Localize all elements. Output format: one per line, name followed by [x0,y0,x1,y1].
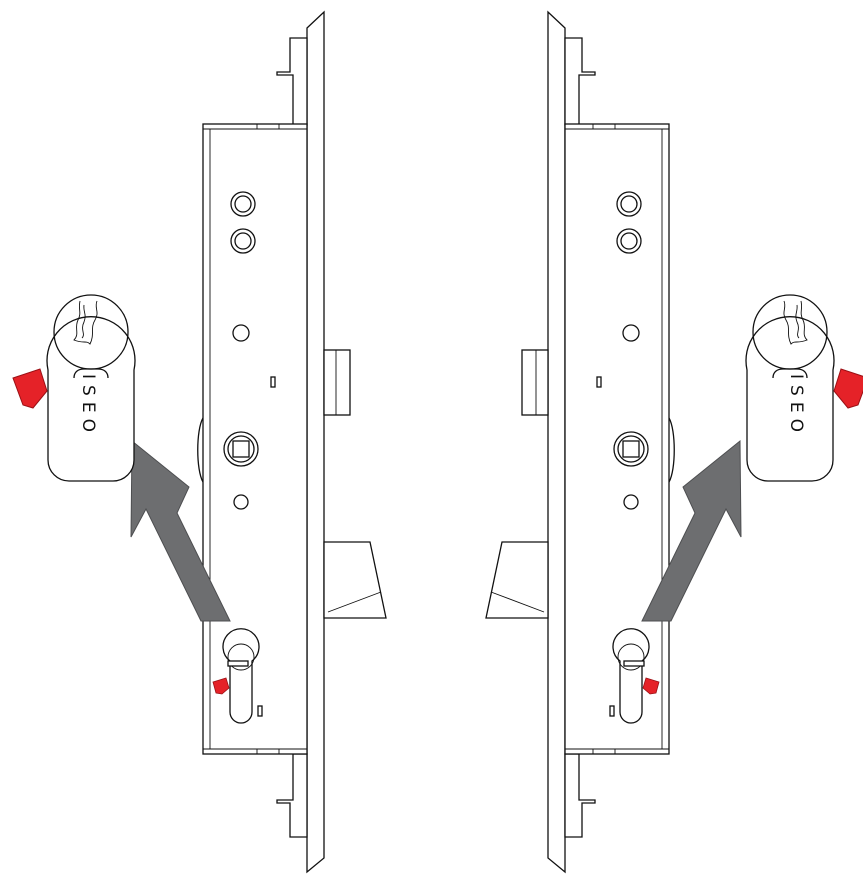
right-hand-lock: ISEO [485,11,863,873]
euro-cylinder: ISEO [12,294,136,482]
euro-cylinder-mirrored: ISEO [745,294,863,482]
left-hand-lock: ISEO [12,11,387,873]
cylinder-cam-mirrored [833,368,863,409]
lock-case-mirrored [485,11,675,873]
cylinder-cam [12,368,48,409]
lock-case [197,11,387,873]
cylinder-brand-label-mirrored: ISEO [786,374,806,438]
cylinder-brand-label: ISEO [78,374,98,438]
